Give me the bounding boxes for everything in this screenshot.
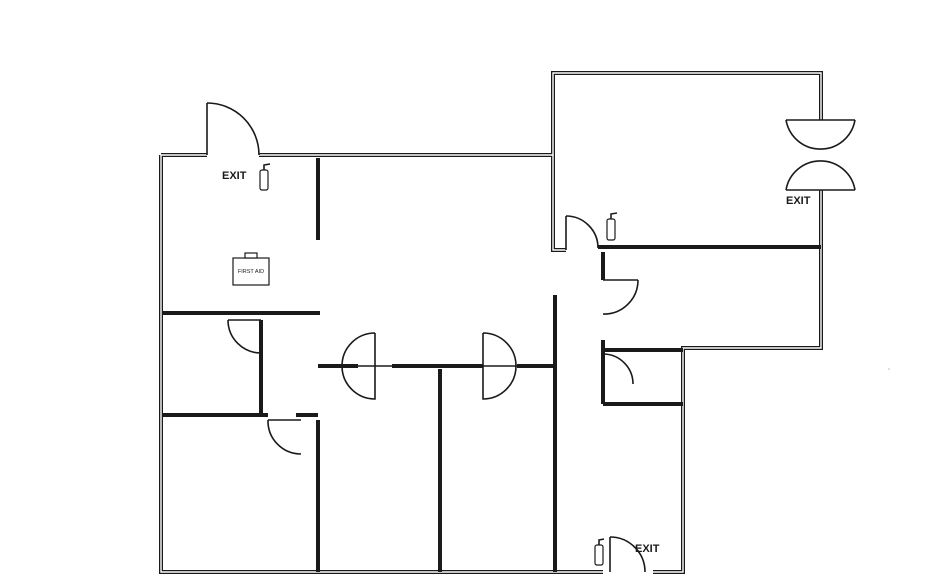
first-aid-label: FIRST AID — [238, 269, 264, 275]
exit-label-right: EXIT — [786, 195, 811, 207]
first-aid-kit-icon: FIRST AID — [232, 252, 270, 286]
fire-extinguisher-icon — [594, 538, 605, 566]
fire-extinguisher-icon — [259, 163, 271, 191]
door-right-room — [482, 332, 517, 400]
door-storage-lower — [602, 353, 634, 385]
double-exit-door-right — [785, 119, 856, 191]
outer-walls — [159, 71, 823, 574]
exit-label-top-left: EXIT — [222, 170, 247, 182]
exit-label-bottom: EXIT — [635, 543, 660, 555]
doors — [206, 102, 856, 573]
fire-extinguisher-icon — [606, 212, 618, 241]
door-lower-left-room — [267, 419, 302, 455]
door-storage-upper — [602, 279, 639, 315]
door-upper-right-room — [565, 215, 599, 250]
exit-door-bottom — [609, 536, 646, 573]
door-middle-room — [341, 332, 392, 400]
interior-walls — [163, 158, 821, 572]
exit-door-top-left — [206, 102, 260, 156]
scan-speck — [888, 368, 890, 370]
door-small-office — [227, 319, 262, 354]
